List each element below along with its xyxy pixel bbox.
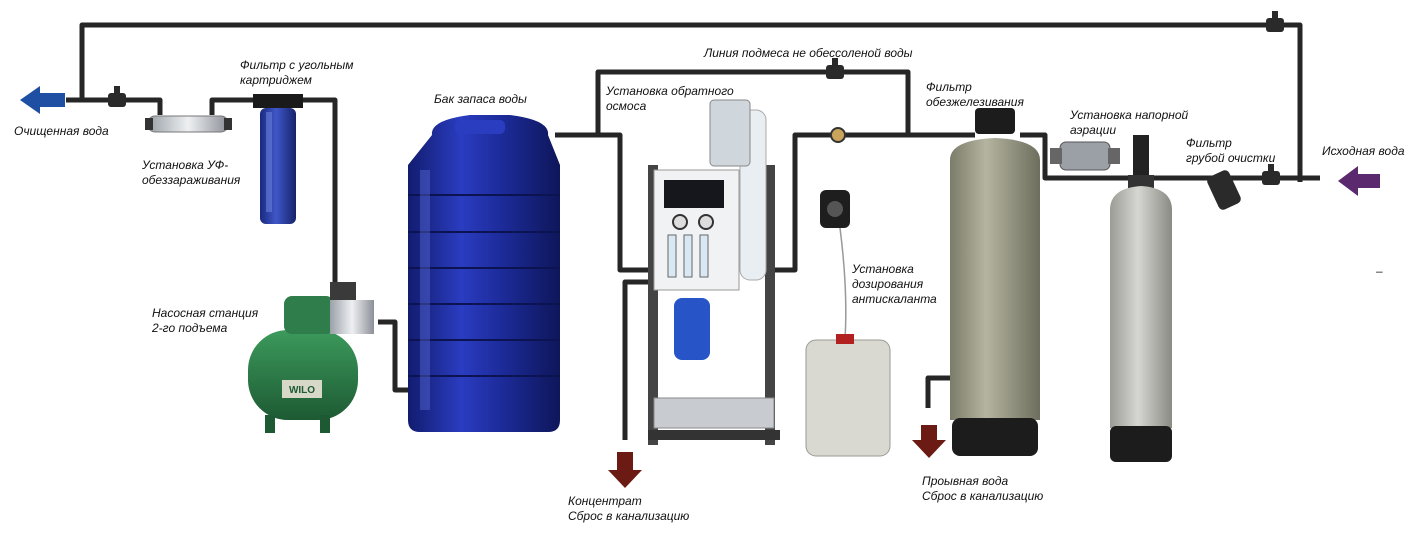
stray-mark: – <box>1376 264 1383 278</box>
valve-icon <box>1266 11 1284 32</box>
dosing-unit-label: Установка дозирования антискаланта <box>852 262 937 307</box>
backwash-drain-arrow <box>912 425 946 458</box>
ro-unit-label-line: осмоса <box>606 99 647 113</box>
ro-unit-label: Установка обратного осмоса <box>606 84 734 114</box>
valve-icon <box>1262 164 1280 185</box>
carbon-filter-label-line: Фильтр с угольным <box>240 58 354 72</box>
coarse-filter-label: Фильтр грубой очистки <box>1186 136 1275 166</box>
aeration-unit-label-line: аэрации <box>1070 123 1116 137</box>
carbon-filter-label: Фильтр с угольным картриджем <box>240 58 353 88</box>
dosing-unit-drawing <box>805 190 891 457</box>
backwash-label-line: Проывная вода <box>922 474 1009 488</box>
outlet-arrow <box>20 86 65 114</box>
iron-filter-drawing <box>950 108 1040 456</box>
pump-station-label-line: Насосная станция <box>152 306 259 320</box>
ro-unit-drawing <box>648 99 780 445</box>
uv-unit-label: Установка УФ- обеззараживания <box>142 158 240 188</box>
uv-unit-drawing <box>145 115 232 133</box>
coarse-filter-drawing <box>1207 170 1241 210</box>
carbon-filter-label-line: картриджем <box>240 73 312 87</box>
backwash-pipe <box>925 375 950 408</box>
concentrate-label-line: Концентрат <box>568 494 642 508</box>
flowmeter-icon <box>830 127 846 143</box>
valve-icon <box>826 58 844 79</box>
aeration-unit-drawing <box>1050 135 1149 175</box>
carbon-filter-drawing <box>253 94 303 224</box>
outlet-pipe <box>66 97 163 115</box>
concentrate-label-line: Сброс в канализацию <box>568 509 690 523</box>
pump-station-label: Насосная станция 2-го подъема <box>152 306 258 336</box>
concentrate-drain-arrow <box>608 452 642 488</box>
uv-unit-label-line: Установка УФ- <box>142 158 229 172</box>
purified-water-label: Очищенная вода <box>14 124 109 138</box>
iron-filter-label-line: Фильтр <box>926 80 972 94</box>
iron-filter-label-line: обезжелезивания <box>926 95 1024 109</box>
pump-station-label-line: 2-го подъема <box>152 321 228 335</box>
backwash-label: Проывная вода Сброс в канализацию <box>922 474 1043 504</box>
tank-to-ro-pipe <box>555 132 650 273</box>
valve-icon <box>108 86 126 107</box>
source-water-label: Исходная вода <box>1322 144 1405 158</box>
ro-unit-label-line: Установка обратного <box>606 84 734 98</box>
storage-tank-drawing <box>408 115 560 432</box>
pipes <box>66 22 1320 440</box>
pump-station-drawing: WILO <box>248 282 374 433</box>
ro-to-iron-pipe <box>770 132 975 273</box>
aeration-tank-drawing <box>1110 175 1172 462</box>
aeration-unit-label-line: Установка напорной <box>1070 108 1189 122</box>
concentrate-pipe <box>622 279 650 440</box>
coarse-filter-label-line: Фильтр <box>1186 136 1232 150</box>
dosing-unit-label-line: Установка <box>852 262 914 276</box>
pump-brand: WILO <box>289 385 315 396</box>
backwash-label-line: Сброс в канализацию <box>922 489 1044 503</box>
bypass-pipe <box>595 69 911 135</box>
uv-unit-label-line: обеззараживания <box>142 173 241 187</box>
bypass-line-label: Линия подмеса не обессоленой воды <box>704 46 913 60</box>
coarse-filter-label-line: грубой очистки <box>1186 151 1276 165</box>
dosing-unit-label-line: антискаланта <box>852 292 937 306</box>
iron-to-aeration-pipe <box>1020 132 1320 181</box>
inlet-arrow <box>1338 166 1380 196</box>
iron-filter-label: Фильтр обезжелезивания <box>926 80 1024 110</box>
storage-tank-label: Бак запаса воды <box>434 92 527 106</box>
top-return-pipe <box>79 22 1303 182</box>
dosing-unit-label-line: дозирования <box>852 277 924 291</box>
concentrate-label: Концентрат Сброс в канализацию <box>568 494 689 524</box>
aeration-unit-label: Установка напорной аэрации <box>1070 108 1188 138</box>
pump-to-tank-pipe <box>378 319 410 393</box>
